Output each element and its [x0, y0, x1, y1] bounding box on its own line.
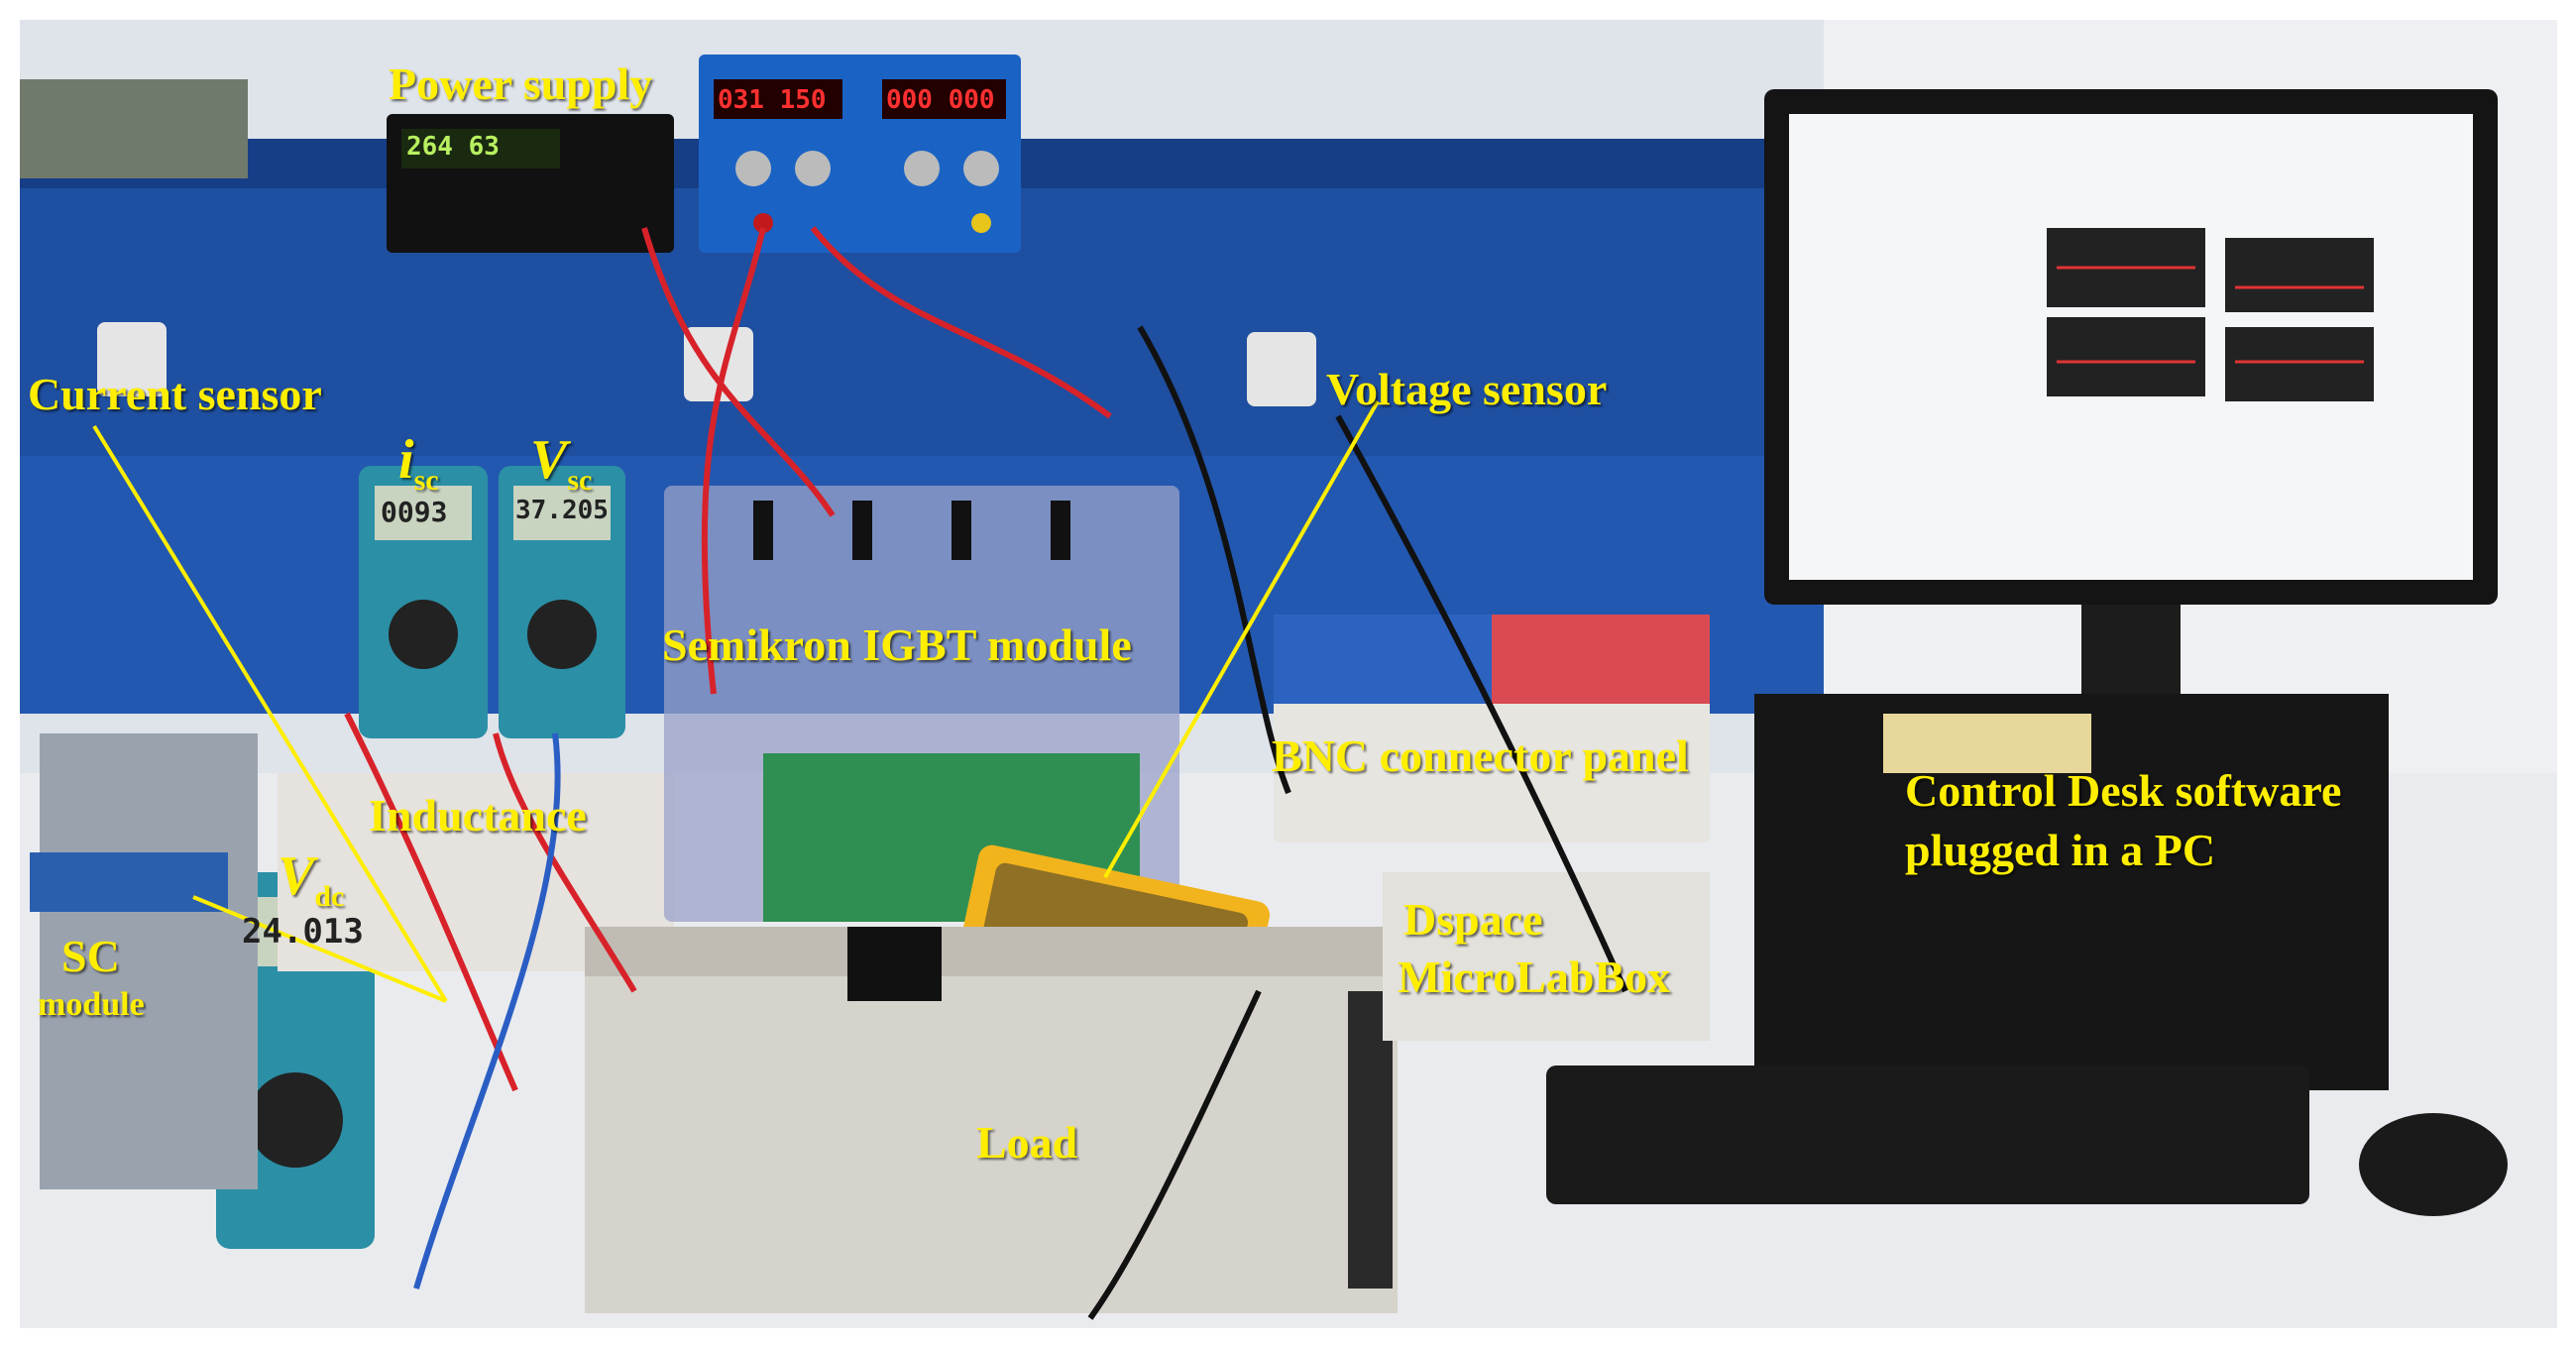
label-current-sensor: Current sensor: [28, 369, 322, 419]
wall-socket: [684, 327, 753, 401]
top-left-device: [20, 79, 248, 178]
label-semikron: Semikron IGBT module: [662, 619, 1132, 670]
meter-vdc-readout: 24.013: [242, 912, 364, 952]
paper-note: [1883, 714, 2091, 773]
cables: [344, 226, 1628, 1320]
multimeter-isc: [359, 466, 488, 738]
meter-isc-readout: 0093: [381, 496, 448, 528]
vsc-symbol: V: [530, 429, 568, 491]
annotation-lines: [92, 400, 1380, 1003]
meter-vsc-readout: 37.205: [515, 496, 609, 525]
bnc-connector-panel: [1274, 615, 1710, 842]
label-bnc: BNC connector panel: [1272, 730, 1689, 781]
label-sc-module: module: [38, 986, 145, 1023]
wall-socket: [1247, 332, 1316, 406]
dual-power-supply-unit: [699, 55, 1021, 253]
label-control-desk-1: Control Desk software: [1905, 765, 2342, 816]
label-dspace: Dspace: [1403, 894, 1543, 945]
label-microlabbox: MicroLabBox: [1398, 952, 1671, 1002]
label-inductance: Inductance: [369, 790, 587, 841]
load-resistor-bank: [585, 927, 1398, 1313]
dspace-box: [1383, 872, 1710, 1041]
vdc-subscript: dc: [314, 880, 345, 914]
isc-symbol: i: [398, 429, 414, 491]
sc-module-band: [30, 852, 228, 912]
label-power-supply: Power supply: [389, 58, 653, 109]
label-sc: SC: [61, 931, 120, 981]
wall-socket: [97, 322, 167, 396]
label-control-desk-2: plugged in a PC: [1905, 825, 2216, 875]
psu2-right-readout: 000 000: [886, 85, 995, 115]
label-vsc: Vsc: [530, 428, 592, 498]
vsc-subscript: sc: [567, 464, 593, 498]
isc-subscript: sc: [413, 464, 439, 498]
sc-module: [40, 733, 258, 1189]
power-supply-readout: 264 63: [406, 132, 500, 162]
vdc-symbol: V: [278, 845, 315, 907]
keyboard: [1546, 1066, 2309, 1204]
psu2-left-readout: 031 150: [718, 85, 827, 115]
label-voltage-sensor: Voltage sensor: [1326, 364, 1608, 414]
label-load: Load: [976, 1117, 1078, 1168]
power-supply-unit: [387, 114, 674, 253]
label-isc: isc: [398, 428, 439, 498]
multimeter-vsc: [499, 466, 625, 738]
mouse: [2359, 1113, 2508, 1216]
monitor: [1764, 89, 2498, 724]
igbt-module: [664, 486, 1179, 922]
label-vdc: Vdc: [278, 844, 344, 914]
